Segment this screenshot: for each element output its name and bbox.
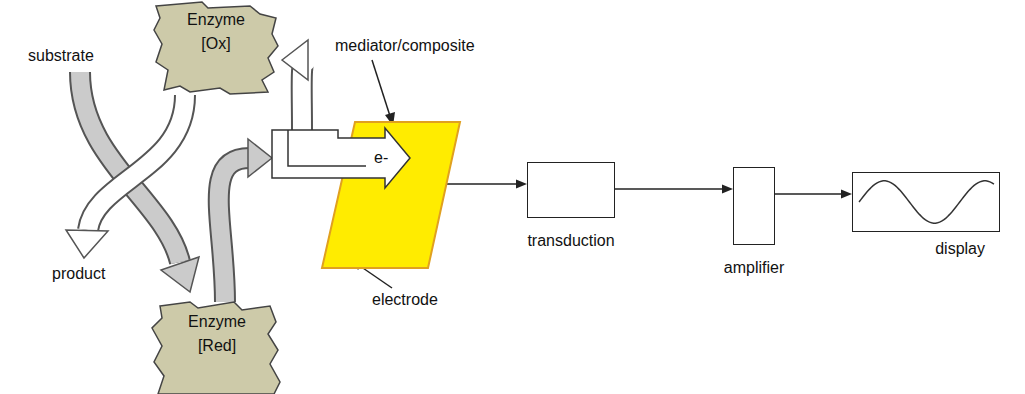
- part-label: mediator/composite: [335, 36, 475, 56]
- electrode-drawing: [318, 120, 463, 270]
- sine-wave: [859, 181, 994, 223]
- product-arrow: [66, 95, 185, 258]
- enzyme-shape: Enzyme [Ox]: [150, 0, 280, 97]
- arrow-head: [722, 185, 733, 194]
- connector: [219, 139, 272, 302]
- connector: [447, 180, 527, 189]
- enzyme-body: [152, 302, 280, 394]
- substrate-arrow: [80, 72, 199, 292]
- signal-line: [615, 188, 723, 190]
- arrow-band: [219, 158, 250, 302]
- signal-line: [447, 183, 517, 185]
- connector: [282, 40, 308, 130]
- arrow-band-outline: [219, 158, 250, 302]
- mediator-inner: [288, 130, 366, 166]
- box-label: amplifier: [724, 256, 784, 280]
- part-label: substrate: [28, 46, 94, 66]
- mediator-arrow: [272, 128, 410, 188]
- arrow-head: [248, 139, 272, 177]
- connector: [615, 185, 733, 194]
- part-label: electrode: [372, 290, 438, 310]
- connector: [775, 190, 852, 199]
- enzyme-label: Enzyme [Ox]: [178, 8, 254, 56]
- leader-line: [372, 60, 395, 126]
- transduction-box: transduction: [527, 162, 615, 218]
- sine-wave: [853, 173, 999, 231]
- electron-label: e-: [374, 146, 388, 170]
- enzyme-shape: Enzyme [Red]: [150, 298, 282, 394]
- box-label: display: [935, 237, 985, 261]
- arrow-head: [282, 40, 308, 80]
- enzyme-label: Enzyme [Red]: [178, 310, 256, 358]
- arrow-head: [516, 180, 527, 189]
- signal-line: [775, 193, 842, 195]
- amplifier-box: amplifier: [733, 167, 775, 245]
- arrow-head: [841, 190, 852, 199]
- display-box: display: [852, 172, 1000, 232]
- electrode-plate: e-: [318, 120, 463, 270]
- box-label: transduction: [527, 229, 614, 253]
- part-label: product: [52, 264, 105, 284]
- enzyme-body: [154, 2, 278, 94]
